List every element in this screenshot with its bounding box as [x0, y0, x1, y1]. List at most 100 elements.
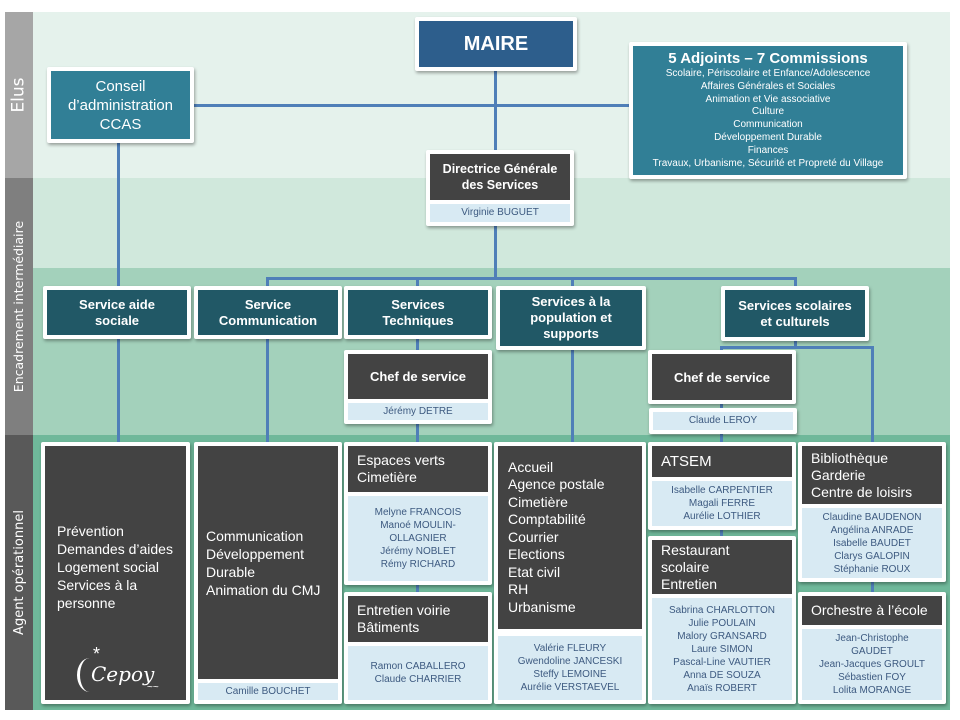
agent-name: Julie POULAIN: [688, 617, 756, 629]
agent-name: Isabelle BAUDET: [833, 537, 911, 549]
task-item: Services à la: [57, 577, 138, 593]
adjoints-box[interactable]: 5 Adjoints – 7 Commissions Scolaire, Pér…: [629, 42, 907, 179]
connector-scol-branch: [720, 346, 873, 349]
chef-scolaires-name-box: Claude LEROY: [649, 408, 797, 434]
agent-name: Claudine BAUDENON: [822, 511, 922, 523]
agent-name: Clarys GALOPIN: [834, 550, 910, 562]
agent-name: GAUDET: [851, 646, 893, 657]
service-scolaires[interactable]: Services scolaires et culturels: [721, 286, 869, 341]
maire-title: MAIRE: [463, 32, 529, 55]
service-label: population et: [530, 310, 612, 325]
task-item: ATSEM: [661, 452, 712, 470]
service-label: Services: [391, 296, 445, 312]
connector-aide-agents: [117, 335, 120, 445]
task-item: Etat civil: [508, 563, 561, 580]
task-item: Cimetière: [508, 493, 568, 510]
task-item: Garderie: [811, 466, 866, 483]
agent-name: Magali FERRE: [688, 498, 756, 509]
service-communication[interactable]: Service Communication: [194, 286, 342, 339]
agent-name: Jean-Jacques GROULT: [819, 659, 925, 670]
service-label: et culturels: [760, 313, 830, 329]
task-item: Agence postale: [508, 476, 605, 493]
commission-item: Travaux, Urbanisme, Sécurité et Propreté…: [652, 157, 884, 169]
service-label: sociale: [94, 312, 140, 328]
service-aide-sociale[interactable]: Service aide sociale: [43, 286, 191, 339]
agent-name: Claude CHARRIER: [374, 674, 462, 685]
task-item: Espaces verts: [357, 451, 445, 468]
chef-title: Chef de service: [369, 369, 467, 384]
commission-item: Scolaire, Périscolaire et Enfance/Adoles…: [665, 68, 871, 79]
chef-techniques[interactable]: Chef de service Jérémy DETRE: [344, 350, 492, 424]
agent-name: Aurélie VERSTAEVEL: [520, 682, 620, 693]
agent-espaces-verts[interactable]: Espaces verts Cimetière Melyne FRANCOIS …: [344, 442, 492, 585]
agent-name: Jérémy NOBLET: [380, 546, 456, 557]
agent-orchestre[interactable]: Orchestre à l’école Jean-Christophe GAUD…: [798, 592, 946, 704]
task-item: Restaurant: [661, 541, 730, 558]
task-item: RH: [508, 581, 529, 598]
maire-box[interactable]: MAIRE: [415, 17, 577, 71]
agent-name: OLLAGNIER: [389, 533, 447, 544]
band-label-encadrement: Encadrement intermédiaire: [5, 178, 33, 435]
ccas-box[interactable]: Conseil d’administration CCAS: [47, 67, 194, 143]
connector-bus-scolaires: [794, 277, 797, 293]
connector-dgs-bus: [494, 222, 497, 280]
agent-name: Rémy RICHARD: [380, 559, 456, 570]
task-item: personne: [57, 595, 116, 611]
service-techniques[interactable]: Services Techniques: [344, 286, 492, 339]
task-item: Développement: [206, 545, 305, 562]
task-item: Urbanisme: [508, 598, 576, 615]
connector-maire-dgs: [494, 66, 497, 152]
service-label: Services scolaires: [738, 297, 852, 313]
dgs-box[interactable]: Directrice Générale des Services Virgini…: [426, 150, 574, 226]
service-population[interactable]: Services à la population et supports: [496, 286, 646, 350]
dgs-title: Directrice Générale des Services: [430, 154, 570, 200]
band-label-text: Encadrement intermédiaire: [11, 220, 27, 393]
service-label: Techniques: [382, 312, 454, 328]
task-item: Bibliothèque: [811, 449, 889, 466]
agent-name: Valérie FLEURY: [533, 643, 607, 654]
agent-restaurant[interactable]: Restaurant scolaire Entretien Sabrina CH…: [648, 536, 796, 704]
commission-item: Développement Durable: [714, 131, 822, 143]
task-item: Prévention: [57, 523, 124, 539]
agent-name: Isabelle CARPENTIER: [671, 485, 773, 496]
connector-scol-down: [794, 338, 797, 348]
commission-item: Culture: [751, 106, 785, 118]
logo-text: Cepoy: [91, 662, 155, 686]
agent-name: Camille BOUCHET: [198, 683, 338, 700]
service-label: Communication: [218, 312, 318, 328]
dgs-name: Virginie BUGUET: [430, 204, 570, 222]
task-item: scolaire: [661, 558, 710, 575]
agent-name: Anaïs ROBERT: [687, 682, 757, 694]
agent-bibliotheque[interactable]: Bibliothèque Garderie Centre de loisirs …: [798, 442, 946, 582]
dgs-title-line: des Services: [461, 178, 539, 192]
adjoints-title: 5 Adjoints – 7 Commissions: [668, 50, 868, 67]
moon-icon: [77, 658, 102, 692]
commission-item: Finances: [747, 144, 789, 156]
agent-communication[interactable]: Communication Développement Durable Anim…: [194, 442, 342, 704]
agent-atsem[interactable]: ATSEM Isabelle CARPENTIER Magali FERRE A…: [648, 442, 796, 530]
task-item: Courrier: [508, 528, 559, 545]
agent-aide-sociale[interactable]: Prévention Demandes d’aides Logement soc…: [41, 442, 190, 704]
band-label-agents: Agent opérationnel: [5, 435, 33, 710]
commission-item: Communication: [733, 119, 803, 131]
task-item: Durable: [206, 563, 256, 580]
task-item: Cimetière: [357, 469, 417, 485]
chef-name: Claude LEROY: [653, 412, 793, 430]
connector-services-bus: [266, 277, 796, 280]
commission-item: Affaires Générales et Sociales: [700, 80, 836, 92]
task-item: Orchestre à l’école: [811, 601, 928, 618]
commission-item: Animation et Vie associative: [705, 93, 831, 105]
agent-name: Sabrina CHARLOTTON: [669, 604, 775, 616]
ccas-line: Conseil: [95, 77, 146, 95]
ccas-line: CCAS: [99, 115, 142, 133]
band-label-text: Elus: [9, 77, 30, 113]
agent-voirie[interactable]: Entretien voirie Bâtiments Ramon CABALLE…: [344, 592, 492, 704]
task-item: Logement social: [57, 559, 159, 575]
dgs-title-line: Directrice Générale: [442, 162, 558, 176]
task-item: Animation du CMJ: [206, 581, 321, 598]
agent-name: Malory GRANSARD: [677, 630, 767, 642]
chef-scolaires[interactable]: Chef de service: [648, 350, 796, 404]
agent-name: Melyne FRANCOIS: [374, 507, 462, 518]
agent-population[interactable]: Accueil Agence postale Cimetière Comptab…: [494, 442, 646, 704]
agent-name: Stéphanie ROUX: [833, 563, 911, 575]
